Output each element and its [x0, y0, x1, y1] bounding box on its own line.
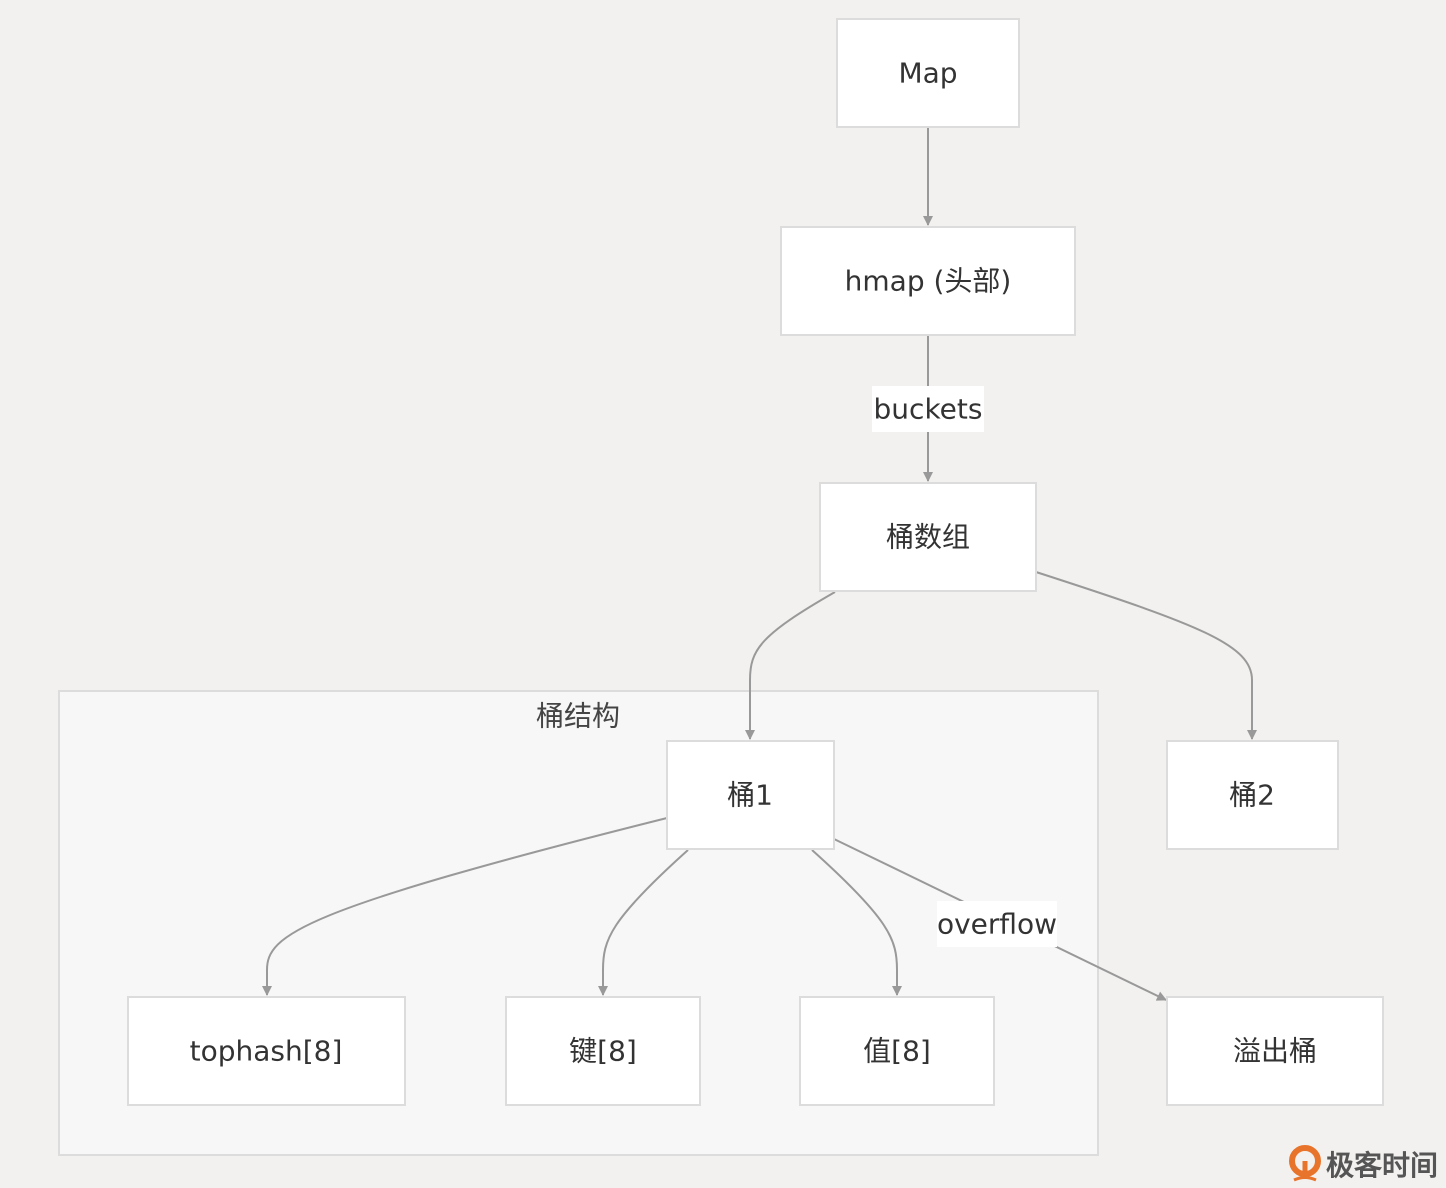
- node-bucket2: 桶2: [1166, 740, 1339, 850]
- edge-label-overflow: overflow: [937, 901, 1057, 947]
- edge-array-bucket1: [745, 591, 836, 740]
- svg-text:hmap (头部): hmap (头部): [845, 265, 1012, 298]
- edge-bucket1-values: [811, 849, 902, 996]
- svg-text:桶数组: 桶数组: [886, 521, 970, 554]
- node-bucket-array: 桶数组: [819, 482, 1037, 592]
- geektime-logo-icon: [1288, 1145, 1321, 1182]
- edge-bucket1-tophash: [262, 817, 668, 996]
- svg-text:桶2: 桶2: [1229, 779, 1275, 812]
- svg-text:键[8]: 键[8]: [569, 1035, 637, 1068]
- svg-text:overflow: overflow: [937, 908, 1057, 941]
- node-overflow-bucket: 溢出桶: [1166, 996, 1384, 1106]
- edge-label-buckets: buckets: [872, 386, 984, 432]
- node-hmap: hmap (头部): [780, 226, 1076, 336]
- cluster-title: 桶结构: [536, 700, 620, 733]
- svg-text:溢出桶: 溢出桶: [1233, 1035, 1317, 1068]
- edge-bucket1-keys: [598, 849, 689, 996]
- svg-text:值[8]: 值[8]: [863, 1035, 931, 1068]
- node-map: Map: [836, 18, 1020, 128]
- svg-text:buckets: buckets: [874, 393, 983, 426]
- svg-text:Map: Map: [898, 57, 957, 90]
- node-keys: 键[8]: [505, 996, 701, 1106]
- svg-text:桶1: 桶1: [727, 779, 773, 812]
- svg-text:tophash[8]: tophash[8]: [190, 1035, 343, 1068]
- node-values: 值[8]: [799, 996, 995, 1106]
- watermark-text: 极客时间: [1325, 1149, 1438, 1182]
- edge-array-bucket2: [1035, 571, 1257, 740]
- node-tophash: tophash[8]: [127, 996, 406, 1106]
- node-bucket1: 桶1: [666, 740, 835, 850]
- watermark-logo: 极客时间: [1288, 1144, 1438, 1184]
